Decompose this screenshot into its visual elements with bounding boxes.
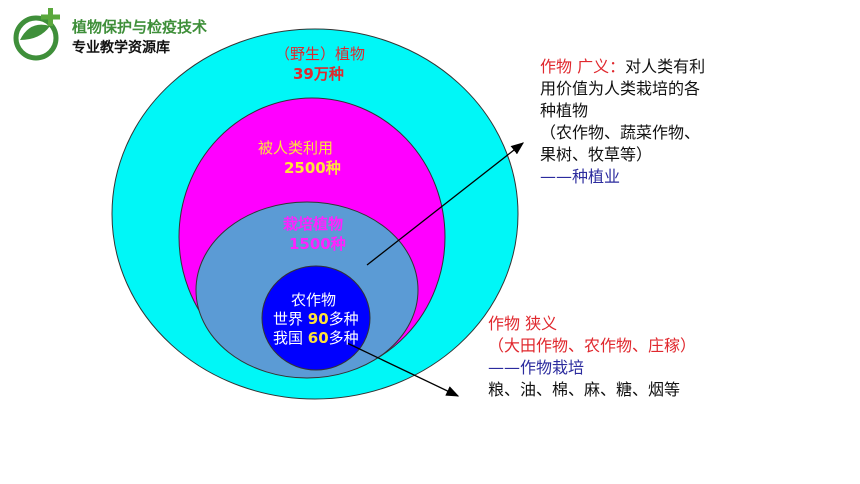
crops-china-suffix: 多种 [328, 329, 359, 347]
used-plants-count: 2500种 [284, 159, 341, 177]
crops-china-prefix: 我国 [273, 329, 308, 347]
brand-subtitle: 专业教学资源库 [72, 40, 170, 56]
wild-plants-label: （野生）植物 [275, 45, 366, 63]
cultivated-plants-label: 栽培植物 [283, 215, 344, 233]
crops-world-suffix: 多种 [328, 310, 359, 328]
used-plants-label: 被人类利用 [258, 139, 334, 157]
broad-desc-part1: 对人类有利 [625, 57, 706, 76]
broad-field: ——种植业 [540, 167, 621, 186]
leaf-plus-logo-icon [13, 8, 60, 61]
brand-title: 植物保护与检疫技术 [72, 18, 208, 36]
crops-world-prefix: 世界 [273, 310, 308, 328]
cultivated-plants-count: 1500种 [289, 235, 346, 253]
crops-world-count: 世界 90多种 [273, 309, 359, 329]
crops-china-count: 我国 60多种 [273, 328, 359, 348]
crops-china-number: 60 [307, 329, 329, 347]
wild-plants-count: 39万种 [293, 65, 344, 83]
narrow-list: 粮、油、棉、麻、糖、烟等 [488, 380, 681, 399]
broad-title: 作物 广义： [540, 57, 626, 76]
broad-desc-line3: 种植物 [540, 101, 589, 120]
broad-examples-line1: （农作物、蔬菜作物、 [540, 123, 701, 142]
crops-label: 农作物 [291, 291, 337, 309]
narrow-title: 作物 狭义 [488, 314, 558, 333]
broad-arrow [366, 142, 525, 266]
broad-examples-line2: 果树、牧草等） [540, 145, 653, 164]
broad-desc-line2: 用价值为人类栽培的各 [540, 79, 701, 98]
narrow-field: ——作物栽培 [488, 358, 585, 377]
narrow-arrow [346, 342, 460, 397]
broad-line1: 作物 广义：对人类有利 [540, 56, 705, 78]
crops-world-number: 90 [307, 310, 329, 328]
narrow-examples: （大田作物、农作物、庄稼） [488, 336, 697, 355]
broad-definition: 作物 广义：对人类有利 用价值为人类栽培的各 种植物 （农作物、蔬菜作物、 果树… [540, 56, 705, 188]
crops-circle [261, 265, 371, 371]
narrow-definition: 作物 狭义 （大田作物、农作物、庄稼） ——作物栽培 粮、油、棉、麻、糖、烟等 [488, 313, 696, 401]
